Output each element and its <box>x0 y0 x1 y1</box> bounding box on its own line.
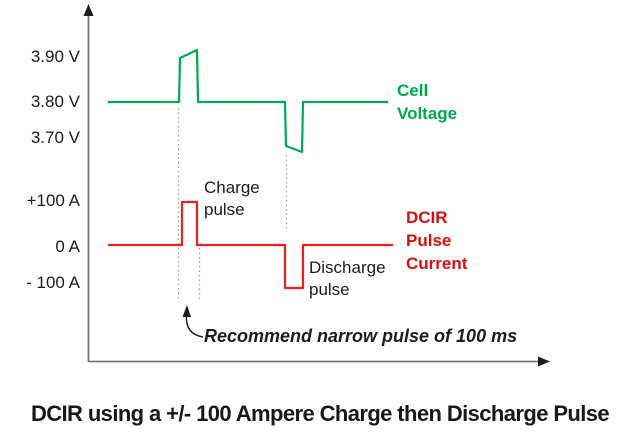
discharge-pulse-label: Discharge pulse <box>309 258 386 299</box>
tick-plus-100-a: +100 A <box>26 191 80 210</box>
dcir-current-trace <box>108 200 393 290</box>
tick-minus-100-a: - 100 A <box>26 273 80 292</box>
dcir-current-legend: DCIR Pulse Current <box>406 208 468 273</box>
tick-3-80-v: 3.80 V <box>30 92 80 111</box>
cell-voltage-trace <box>108 48 388 154</box>
cell-voltage-legend: Cell Voltage <box>397 81 458 123</box>
tick-3-70-v: 3.70 V <box>30 128 80 147</box>
chart-title: DCIR using a +/- 100 Ampere Charge then … <box>30 401 610 426</box>
tick-0-a: 0 A <box>55 237 80 256</box>
recommendation-arrowhead-icon <box>182 305 191 317</box>
charge-pulse-label: Charge pulse <box>204 178 260 219</box>
y-axis-arrowhead-icon <box>83 4 94 16</box>
recommendation-arrow-curve <box>185 314 204 338</box>
tick-3-90-v: 3.90 V <box>30 47 80 66</box>
x-axis-arrowhead-icon <box>538 356 550 367</box>
recommendation-note: Recommend narrow pulse of 100 ms <box>204 326 518 346</box>
